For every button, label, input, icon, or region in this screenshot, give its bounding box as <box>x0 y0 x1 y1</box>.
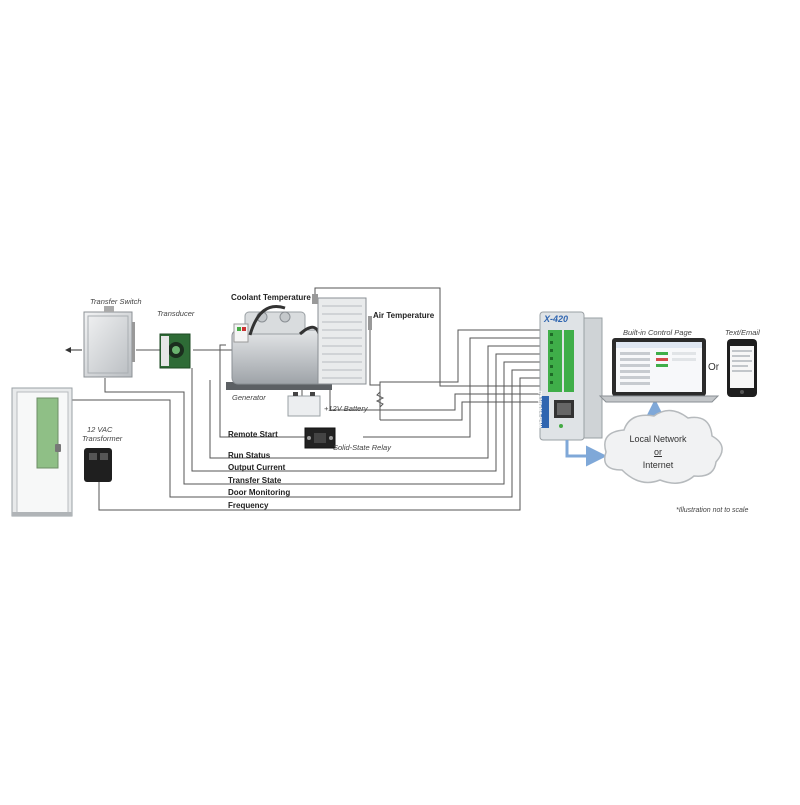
label-remote-start: Remote Start <box>228 430 278 439</box>
wires <box>65 287 545 511</box>
wire-door-monitoring <box>65 369 545 498</box>
cloud-line1: Local Network <box>629 434 687 444</box>
wire-battery-neg <box>380 401 545 421</box>
wire-run-status <box>209 345 545 459</box>
cloud-line3: Internet <box>642 460 674 470</box>
wire-frequency <box>98 377 545 511</box>
label-door-monitoring: Door Monitoring <box>228 488 291 497</box>
phone <box>727 339 757 397</box>
label-air-temperature: Air Temperature <box>373 311 435 320</box>
generator <box>226 294 372 390</box>
label-battery: +12V Battery <box>324 404 368 413</box>
wire-output-current <box>191 353 545 472</box>
solid-state-relay <box>304 427 336 449</box>
label-transducer: Transducer <box>157 309 195 318</box>
wire-remote-start <box>219 344 305 438</box>
label-coolant-temperature: Coolant Temperature <box>231 293 311 302</box>
label-text-email: Text/Email <box>725 328 760 337</box>
label-note: *Illustration not to scale <box>676 507 749 514</box>
label-solid-state-relay: Solid-State Relay <box>333 443 391 452</box>
cloud <box>604 409 723 484</box>
door <box>11 387 73 517</box>
label-built-in-control-page: Built-in Control Page <box>623 328 692 337</box>
wire-air <box>369 330 381 420</box>
device-logo: X-420 <box>544 314 569 324</box>
label-transformer-line1: 12 VAC <box>87 425 113 434</box>
arrow-device-to-cloud <box>565 440 607 467</box>
wire-air-out <box>379 329 545 385</box>
wire-relay-out <box>363 337 545 438</box>
x420-device <box>539 311 603 441</box>
laptop <box>598 338 720 403</box>
label-run-status: Run Status <box>228 451 271 460</box>
transfer-switch <box>83 306 135 378</box>
resistor <box>375 391 385 408</box>
label-or: Or <box>708 362 720 373</box>
battery <box>287 392 321 417</box>
wire-coolant <box>314 287 545 387</box>
device-side-text: WEB-ENABLED <box>538 390 544 429</box>
label-output-current: Output Current <box>228 463 286 472</box>
wire-transfer-state <box>104 361 545 485</box>
transformer <box>84 448 112 482</box>
label-transfer-state: Transfer State <box>228 476 282 485</box>
label-transformer-line2: Transformer <box>82 434 123 443</box>
label-frequency: Frequency <box>228 501 269 510</box>
label-generator: Generator <box>232 393 266 402</box>
label-transfer-switch: Transfer Switch <box>90 297 142 306</box>
cloud-line2: or <box>653 447 662 457</box>
transducer <box>159 333 191 369</box>
